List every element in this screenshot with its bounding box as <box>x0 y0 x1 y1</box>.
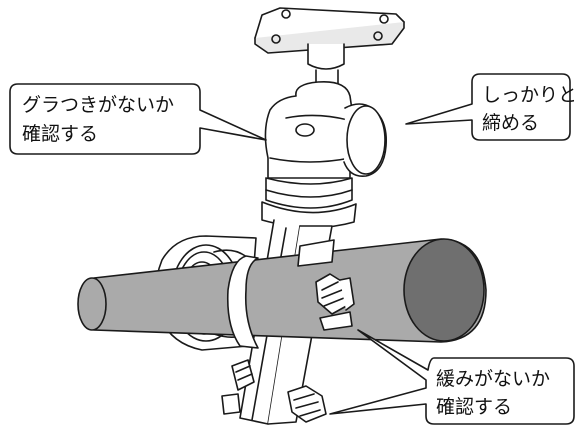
tightening-knob <box>343 103 388 178</box>
mount-collar <box>261 177 357 229</box>
callout-loose-check-line1: 緩みがないか <box>436 368 550 390</box>
callout-wobble-check-text: グラつきがないか 確認する <box>22 94 174 145</box>
callout-wobble-check-line2: 確認する <box>22 123 98 145</box>
callout-wobble-check-line1: グラつきがないか <box>22 94 174 116</box>
callout-tighten-line2: 締める <box>482 112 539 134</box>
callout-wobble-check <box>9 83 267 155</box>
callout-tighten-text: しっかりと 締める <box>482 84 577 134</box>
pipe-clamp-band <box>226 239 335 349</box>
callout-tighten <box>405 73 571 141</box>
callout-loose-check-line2: 確認する <box>436 396 512 418</box>
clamp-bolts-bottom <box>221 359 327 423</box>
callout-tighten-line1: しっかりと <box>482 84 577 106</box>
callout-loose-check <box>329 329 575 425</box>
callout-loose-check-text: 緩みがないか 確認する <box>436 368 550 418</box>
ball-head <box>264 80 356 179</box>
clamp-bolts-pipe <box>315 273 355 331</box>
pipe <box>77 238 487 343</box>
